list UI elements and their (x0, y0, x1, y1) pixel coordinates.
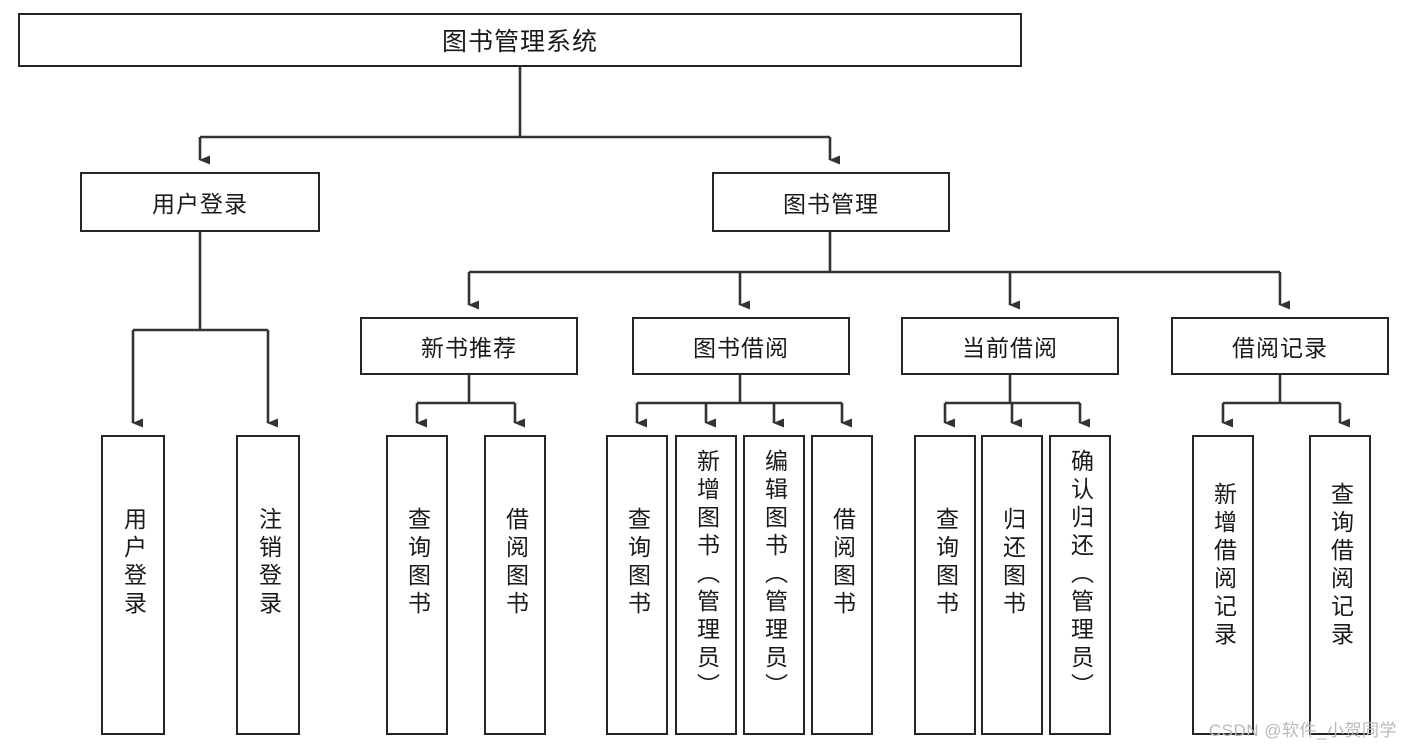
node-leaf-query-book-2-label: 查询图书 (624, 507, 651, 619)
node-leaf-edit-book[interactable]: 编辑图书（管理员） (743, 435, 805, 735)
node-borrow-record-label: 借阅记录 (1232, 335, 1328, 361)
node-new-book-recommend[interactable]: 新书推荐 (360, 317, 578, 375)
node-leaf-return-book[interactable]: 归还图书 (981, 435, 1043, 735)
node-book-manage-label: 图书管理 (783, 191, 879, 217)
node-user-login-label: 用户登录 (152, 191, 248, 217)
node-leaf-add-record-label: 新增借阅记录 (1210, 482, 1237, 650)
node-book-manage[interactable]: 图书管理 (712, 172, 950, 232)
node-leaf-borrow-book-1[interactable]: 借阅图书 (484, 435, 546, 735)
node-leaf-query-book-1[interactable]: 查询图书 (386, 435, 448, 735)
node-leaf-confirm-return-label: 确认归还（管理员） (1067, 449, 1094, 701)
node-leaf-borrow-book-2-label: 借阅图书 (829, 507, 856, 619)
node-leaf-edit-book-label: 编辑图书（管理员） (761, 449, 788, 701)
node-leaf-logout-login-label: 注销登录 (255, 507, 282, 619)
node-leaf-return-book-label: 归还图书 (999, 507, 1026, 619)
node-current-borrow-label: 当前借阅 (962, 335, 1058, 361)
node-current-borrow[interactable]: 当前借阅 (901, 317, 1119, 375)
node-root-system-label: 图书管理系统 (441, 28, 598, 56)
node-leaf-add-record[interactable]: 新增借阅记录 (1192, 435, 1254, 735)
node-leaf-borrow-book-2[interactable]: 借阅图书 (811, 435, 873, 735)
node-leaf-query-record-label: 查询借阅记录 (1327, 482, 1354, 650)
node-leaf-query-book-3[interactable]: 查询图书 (914, 435, 976, 735)
node-leaf-query-book-2[interactable]: 查询图书 (606, 435, 668, 735)
node-leaf-query-book-3-label: 查询图书 (932, 507, 959, 619)
node-leaf-add-book[interactable]: 新增图书（管理员） (675, 435, 737, 735)
node-leaf-confirm-return[interactable]: 确认归还（管理员） (1049, 435, 1111, 735)
node-leaf-borrow-book-1-label: 借阅图书 (502, 507, 529, 619)
node-book-borrow[interactable]: 图书借阅 (632, 317, 850, 375)
node-leaf-query-book-1-label: 查询图书 (404, 507, 431, 619)
node-leaf-user-login-label: 用户登录 (120, 507, 147, 619)
node-user-login[interactable]: 用户登录 (80, 172, 320, 232)
node-leaf-add-book-label: 新增图书（管理员） (693, 449, 720, 701)
node-book-borrow-label: 图书借阅 (693, 335, 789, 361)
node-leaf-user-login[interactable]: 用户登录 (101, 435, 165, 735)
watermark-credit: CSDN @软件_小贺同学 (1208, 721, 1397, 740)
node-borrow-record[interactable]: 借阅记录 (1171, 317, 1389, 375)
node-root-system[interactable]: 图书管理系统 (18, 13, 1022, 67)
node-leaf-logout-login[interactable]: 注销登录 (236, 435, 300, 735)
node-new-book-recommend-label: 新书推荐 (421, 335, 517, 361)
node-leaf-query-record[interactable]: 查询借阅记录 (1309, 435, 1371, 735)
